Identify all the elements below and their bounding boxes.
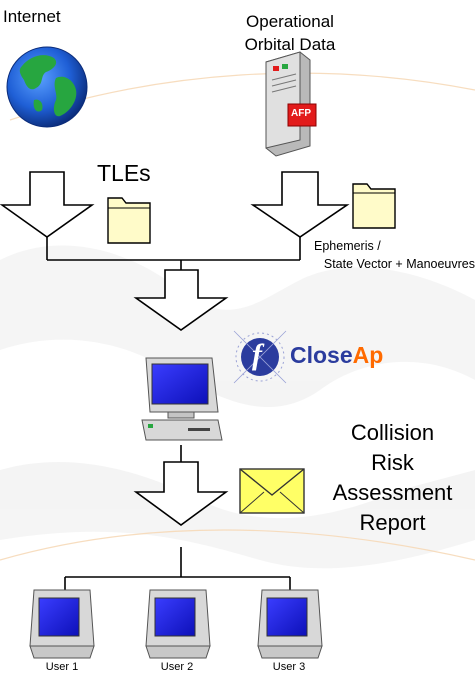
tles-label: TLEs <box>97 160 151 186</box>
envelope-icon <box>239 468 305 514</box>
closeap-logo-letter: f <box>252 338 262 371</box>
closeap-logo <box>233 330 287 384</box>
user-label-1: User 1 <box>45 661 79 673</box>
closeap-logo-text: CloseAp <box>290 342 383 369</box>
operational-line-1: Operational <box>246 12 334 31</box>
ephemeris-line-2: State Vector + Manoeuvres <box>323 257 475 271</box>
background-map <box>0 245 475 569</box>
user-computer-icon <box>145 589 211 659</box>
folder-icon <box>352 183 396 229</box>
closeap-text-accent: Ap <box>352 342 384 368</box>
arrow-to-users <box>133 461 229 526</box>
report-label: Collision Risk Assessment Report <box>310 418 475 538</box>
user-computer-icon <box>257 589 323 659</box>
internet-label: Internet <box>3 7 61 26</box>
user-computer-icon <box>29 589 95 659</box>
arrow-orbital-down <box>250 171 350 238</box>
report-line-4: Report <box>359 510 426 535</box>
report-line-3: Assessment <box>332 480 453 505</box>
operational-data-label: Operational Orbital Data <box>210 10 370 56</box>
closeap-text-main: Close <box>290 342 353 368</box>
ephemeris-label: Ephemeris / State Vector + Manoeuvres <box>270 237 475 273</box>
report-line-1: Collision <box>350 420 435 445</box>
folder-icon <box>107 197 151 244</box>
user-label-3: User 3 <box>272 661 306 673</box>
connector-lines <box>46 237 301 590</box>
computer-icon <box>141 357 223 441</box>
ephemeris-line-1: Ephemeris / <box>314 239 381 253</box>
server-icon <box>265 51 317 157</box>
operational-line-2: Orbital Data <box>244 35 336 54</box>
afp-badge: AFP <box>291 108 311 119</box>
globe-icon <box>6 46 88 128</box>
report-line-2: Risk <box>371 450 414 475</box>
arrow-to-processor <box>133 269 229 331</box>
user-label-2: User 2 <box>160 661 194 673</box>
arrow-internet-down <box>0 171 95 238</box>
